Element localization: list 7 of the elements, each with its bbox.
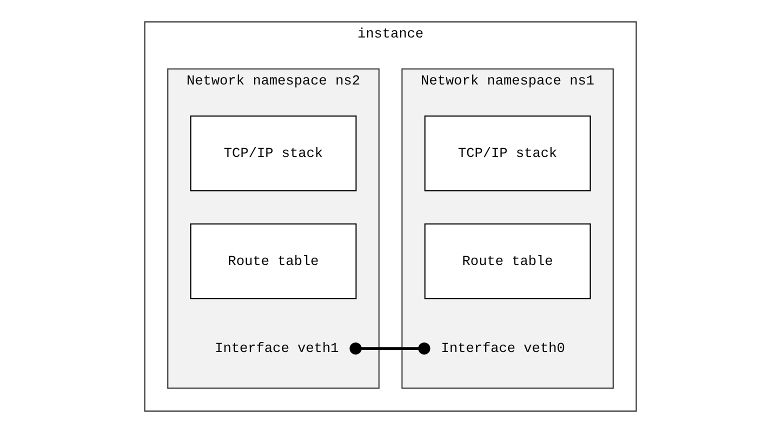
connector: [350, 342, 430, 355]
node-text: Interface veth0: [441, 342, 565, 358]
node-box: Route table: [424, 223, 591, 300]
node-box: TCP/IP stack: [190, 115, 357, 192]
node-text: Interface veth1: [214, 342, 339, 358]
node-box: TCP/IP stack: [424, 115, 591, 192]
node-box: Route table: [190, 223, 357, 300]
